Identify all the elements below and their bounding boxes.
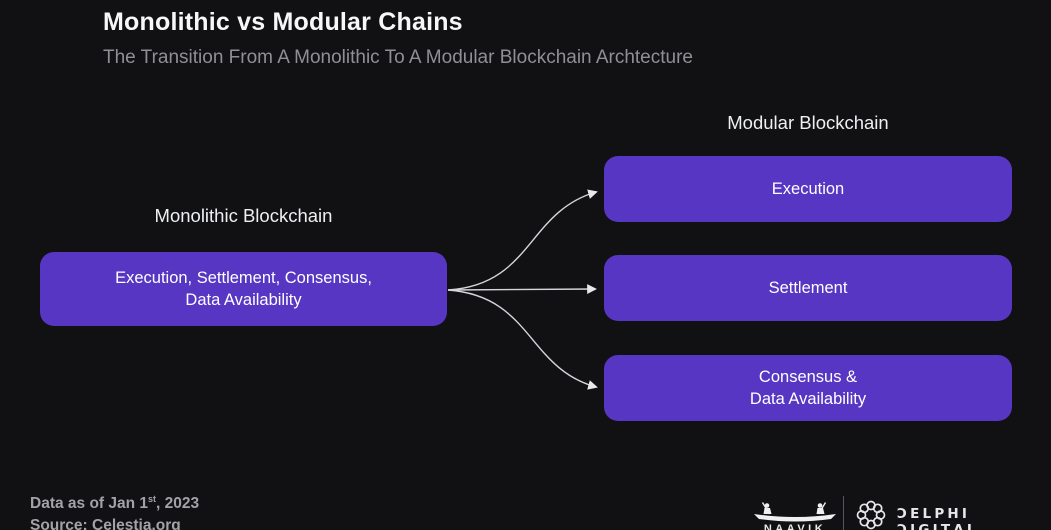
data-as-of-superscript: st	[148, 494, 157, 504]
delphi-rings-icon	[856, 500, 886, 530]
data-as-of-note: Data as of Jan 1st, 2023	[30, 494, 199, 513]
modular-box-execution-label: Execution	[771, 179, 845, 198]
data-as-of-prefix: Data as of Jan 1	[30, 495, 149, 513]
naavik-canoe-icon	[753, 501, 837, 528]
monolithic-box-line1: Execution, Settlement, Consensus,	[115, 268, 372, 287]
modular-box-settlement-label: Settlement	[768, 278, 848, 297]
monolithic-box: Execution, Settlement, Consensus, Data A…	[40, 252, 447, 326]
modular-column-label: Modular Blockchain	[727, 112, 889, 133]
modular-box-consensus-da: Consensus & Data Availability	[604, 355, 1012, 421]
arrow-to-settlement-icon	[447, 284, 597, 294]
naavik-wordmark: NAAVIK	[763, 523, 827, 530]
modular-box-execution: Execution	[604, 156, 1012, 222]
modular-box-settlement: Settlement	[604, 255, 1012, 321]
modular-box-consensus-da-line2: Data Availability	[749, 390, 867, 408]
logo-divider	[843, 496, 844, 530]
delphi-digital-wordmark: ƆELPHI ƆIGITΛL	[897, 506, 979, 530]
data-as-of-suffix: , 2023	[156, 495, 200, 513]
monolithic-box-line2: Data Availability	[185, 291, 302, 309]
arrow-to-consensus-icon	[447, 289, 598, 390]
source-note: Source: Celestia.org	[30, 517, 181, 530]
arrow-to-execution-icon	[447, 189, 598, 291]
modular-box-consensus-da-line1: Consensus &	[758, 367, 858, 386]
page-title: Monolithic vs Modular Chains	[103, 8, 463, 36]
monolithic-column-label: Monolithic Blockchain	[154, 205, 333, 226]
page-subtitle: The Transition From A Monolithic To A Mo…	[103, 47, 693, 68]
